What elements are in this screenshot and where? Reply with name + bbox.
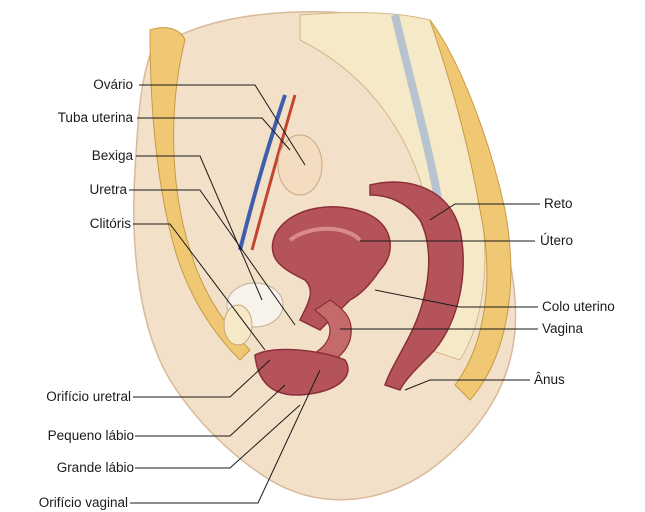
label-anus: Ânus: [534, 372, 565, 388]
label-grande-labio: Grande lábio: [57, 460, 134, 476]
label-pequeno-labio: Pequeno lábio: [48, 428, 134, 444]
label-reto: Reto: [544, 196, 573, 212]
label-uretra: Uretra: [89, 182, 127, 198]
label-orificio-uretral: Orifício uretral: [46, 389, 131, 405]
label-vagina: Vagina: [542, 321, 583, 337]
label-orificio-vaginal: Orifício vaginal: [39, 495, 128, 511]
label-bexiga: Bexiga: [92, 148, 133, 164]
label-tuba-uterina: Tuba uterina: [58, 110, 133, 126]
label-colo-uterino: Colo uterino: [542, 299, 615, 315]
label-ovario: Ovário: [93, 77, 133, 93]
pubic-bone: [224, 305, 252, 345]
label-utero: Útero: [540, 233, 573, 249]
label-clitoris: Clitóris: [90, 216, 131, 232]
